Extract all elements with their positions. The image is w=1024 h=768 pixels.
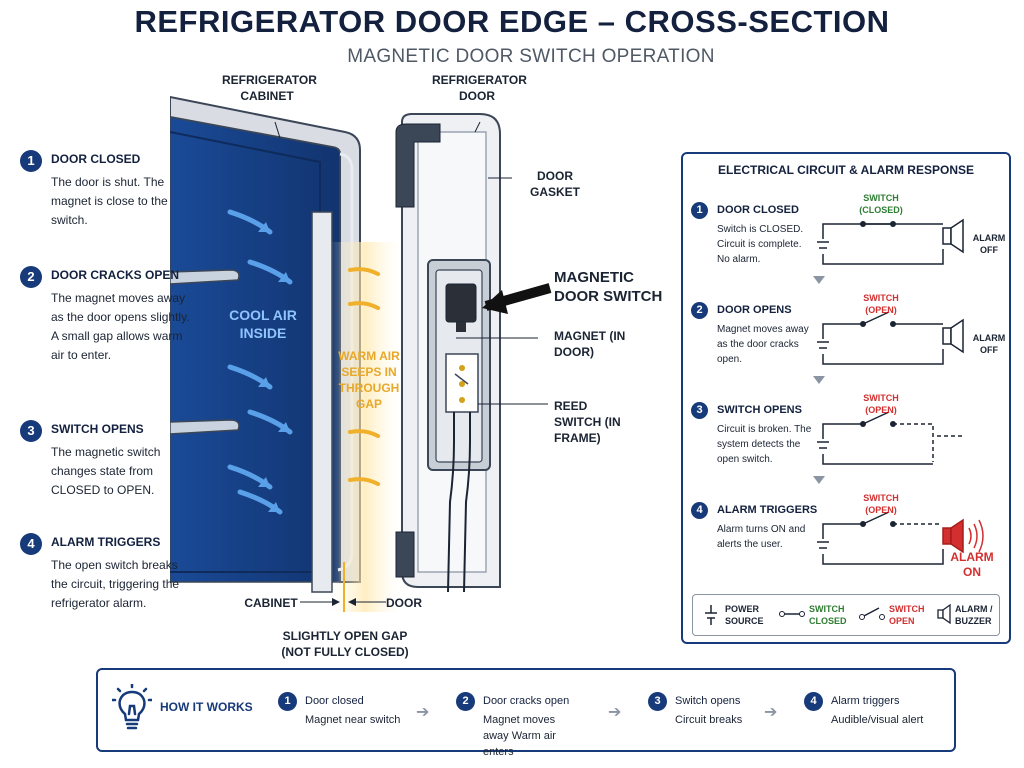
step-badge: 3 bbox=[20, 420, 42, 442]
arrow-right-icon: ➔ bbox=[608, 704, 622, 721]
buzzer-icon bbox=[937, 604, 951, 624]
step-body: The magnet moves away as the door opens … bbox=[51, 291, 190, 362]
switch-label-3: SWITCH (OPEN) bbox=[863, 393, 899, 415]
step-heading: SWITCH OPENS bbox=[717, 404, 802, 416]
circuit-diagrams bbox=[813, 218, 984, 565]
alarm-label-1: ALARM OFF bbox=[972, 233, 1006, 255]
step-heading: DOOR CRACKS OPEN bbox=[51, 268, 180, 282]
step-body: Magnet near switch bbox=[305, 714, 401, 726]
cabinet-label: REFRIGERATOR CABINET bbox=[222, 73, 317, 103]
step-badge: 4 bbox=[691, 502, 708, 519]
step-body: Magnet moves away as the door cracks ope… bbox=[717, 324, 809, 365]
how-it-works-bar: HOW IT WORKS 1 Door closed Magnet near s… bbox=[96, 668, 956, 758]
step-body: The door is shut. The magnet is close to… bbox=[51, 175, 168, 227]
cross-section-diagram bbox=[170, 95, 552, 612]
door-label: REFRIGERATOR DOOR bbox=[432, 73, 527, 103]
switch-label-4: SWITCH (OPEN) bbox=[863, 493, 899, 515]
step-badge: 1 bbox=[691, 202, 708, 219]
step-heading: DOOR CLOSED bbox=[717, 204, 799, 216]
step-badge: 1 bbox=[20, 150, 42, 172]
door-bottom-label: DOOR bbox=[386, 596, 422, 610]
arrow-right-icon: ➔ bbox=[416, 704, 430, 721]
step-heading: Switch opens bbox=[675, 695, 741, 707]
legend-closed: SWITCH CLOSED bbox=[809, 604, 847, 626]
switch-label-1: SWITCH (CLOSED) bbox=[859, 193, 903, 215]
step-body: Alarm turns ON and alerts the user. bbox=[717, 524, 806, 550]
legend-power: POWER SOURCE bbox=[725, 604, 764, 626]
step-body: Switch is CLOSED. Circuit is complete. N… bbox=[717, 224, 804, 265]
page-subtitle: MAGNETIC DOOR SWITCH OPERATION bbox=[347, 46, 715, 67]
how-it-works-title: HOW IT WORKS bbox=[160, 700, 253, 714]
switch-open-icon bbox=[859, 607, 885, 620]
step-body: Circuit breaks bbox=[675, 714, 743, 726]
step-heading: DOOR OPENS bbox=[717, 304, 792, 316]
step-heading: DOOR CLOSED bbox=[51, 152, 141, 166]
circuit-legend: POWER SOURCE SWITCH CLOSED SWITCH OPEN A… bbox=[692, 594, 1000, 636]
step-badge: 2 bbox=[691, 302, 708, 319]
step-heading: Door cracks open bbox=[483, 695, 570, 707]
step-body: The open switch breaks the circuit, trig… bbox=[51, 558, 180, 610]
step-body: Audible/visual alert bbox=[831, 714, 924, 726]
alarm-label-4: ALARM ON bbox=[950, 550, 994, 579]
gasket-label: DOOR GASKET bbox=[529, 169, 580, 199]
page-title: REFRIGERATOR DOOR EDGE – CROSS-SECTION bbox=[134, 4, 890, 39]
power-source-icon bbox=[705, 605, 717, 625]
step-body: Circuit is broken. The system detects th… bbox=[717, 424, 812, 465]
cabinet-bottom-label: CABINET bbox=[244, 596, 298, 610]
step-heading: ALARM TRIGGERS bbox=[51, 535, 161, 549]
circuit-panel: ELECTRICAL CIRCUIT & ALARM RESPONSE 1 DO… bbox=[681, 152, 1011, 644]
magnet-label: MAGNET (IN DOOR) bbox=[554, 329, 626, 359]
step-heading: SWITCH OPENS bbox=[51, 422, 144, 436]
step-badge: 3 bbox=[648, 692, 667, 711]
legend-alarm: ALARM / BUZZER bbox=[955, 604, 993, 626]
step-badge: 3 bbox=[691, 402, 708, 419]
step-body: Magnet moves away Warm air enters bbox=[483, 714, 556, 758]
warm-air-label: WARM AIR SEEPS IN THROUGH GAP bbox=[338, 349, 400, 411]
arrow-right-icon: ➔ bbox=[764, 704, 778, 721]
alarm-label-2: ALARM OFF bbox=[972, 333, 1006, 355]
step-badge: 4 bbox=[804, 692, 823, 711]
magnetic-switch-label: MAGNETIC DOOR SWITCH bbox=[554, 269, 663, 305]
cool-air-label: COOL AIR INSIDE bbox=[229, 307, 297, 341]
switch-label-2: SWITCH (OPEN) bbox=[863, 293, 899, 315]
switch-closed-icon bbox=[779, 611, 805, 617]
step-heading: Door closed bbox=[305, 695, 364, 707]
step-badge: 2 bbox=[20, 266, 42, 288]
legend-open: SWITCH OPEN bbox=[889, 604, 925, 626]
step-badge: 2 bbox=[456, 692, 475, 711]
step-badge: 4 bbox=[20, 533, 42, 555]
step-badge: 1 bbox=[278, 692, 297, 711]
step-heading: Alarm triggers bbox=[831, 695, 900, 707]
lightbulb-icon bbox=[112, 684, 152, 730]
reed-switch-label: REED SWITCH (IN FRAME) bbox=[554, 399, 621, 445]
panel-title: ELECTRICAL CIRCUIT & ALARM RESPONSE bbox=[717, 163, 974, 177]
gap-note-label: SLIGHTLY OPEN GAP (NOT FULLY CLOSED) bbox=[281, 629, 409, 659]
step-body: The magnetic switch changes state from C… bbox=[51, 445, 161, 497]
step-heading: ALARM TRIGGERS bbox=[717, 504, 818, 516]
